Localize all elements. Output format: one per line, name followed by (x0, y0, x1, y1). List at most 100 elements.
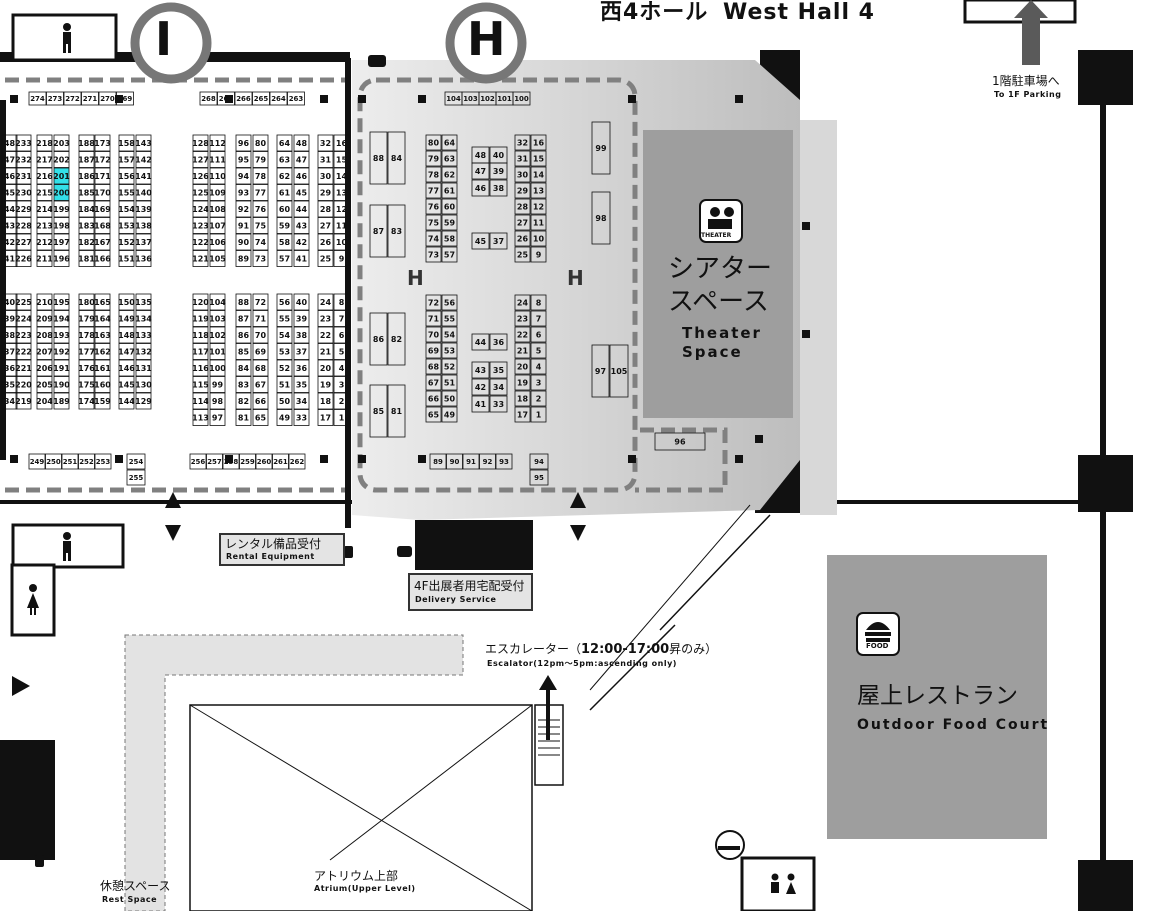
booth-cell (530, 326, 547, 343)
booth-number: 101 (209, 347, 226, 356)
booth-number: 47 (4, 155, 15, 164)
booth-cell (94, 453, 112, 470)
booth-number: 49 (444, 410, 456, 419)
play-arrow-icon (12, 676, 30, 696)
hall-title-jp: 西4ホール (600, 0, 709, 25)
booth-number: 202 (53, 155, 70, 164)
booth-number: 25 (320, 254, 332, 263)
booth-cell (135, 343, 152, 360)
booth-number: 161 (94, 364, 111, 373)
booth-number: 271 (83, 95, 98, 103)
booth-cell (591, 191, 611, 245)
booth-number: 116 (192, 364, 209, 373)
booth-cell (135, 392, 152, 410)
booth-number: 30 (320, 172, 332, 181)
booth-number: 17 (517, 410, 528, 419)
booth-cell (118, 233, 135, 251)
booth-cell (317, 376, 334, 393)
booth-number: 15 (336, 155, 348, 164)
booth-number: 119 (192, 314, 209, 323)
booth-cell (118, 250, 135, 267)
booth-cell (209, 326, 226, 344)
booth-cell (53, 134, 70, 152)
booth-cell (514, 182, 531, 199)
booth-cell (1, 310, 18, 327)
booth-cell (514, 374, 531, 391)
escalator-jp-suffix: 昇のみ） (669, 642, 718, 656)
booth-cell (530, 406, 547, 423)
rental-jp: レンタル備品受付 (225, 537, 322, 551)
booth-cell (78, 151, 95, 168)
booth-number: 36 (493, 338, 505, 347)
booth-cell (276, 217, 293, 234)
booth-cell (317, 409, 334, 426)
booth-cell (591, 344, 610, 398)
booth-number: 195 (53, 298, 70, 307)
booth-cell (293, 233, 310, 251)
booth-number: 190 (53, 380, 70, 389)
booth-number: 193 (53, 331, 70, 340)
booth-number: 70 (428, 330, 440, 339)
delivery-counter: 4F出展者用宅配受付 Delivery Service (408, 573, 533, 611)
booth-number: 89 (238, 254, 250, 263)
food-court-jp: 屋上レストラン (857, 683, 1018, 709)
booth-number: 213 (36, 221, 53, 230)
booth-cell (135, 376, 152, 393)
booth-number: 72 (255, 298, 266, 307)
booth-number: 61 (444, 186, 456, 195)
booth-number: 162 (94, 347, 111, 356)
booth-cell (192, 376, 209, 393)
booth-cell (28, 453, 46, 470)
booth-cell (94, 151, 111, 168)
booth-cell (15, 343, 32, 360)
booth-number: 186 (78, 172, 95, 181)
booth-number: 123 (192, 221, 209, 230)
booth-cell (235, 167, 252, 185)
booth-number: 146 (118, 364, 135, 373)
booth-cell (333, 167, 350, 185)
booth-cell (36, 293, 53, 311)
booth-cell (529, 469, 549, 486)
booth-number: 45 (4, 188, 16, 197)
booth-number: 16 (533, 138, 545, 147)
atrium-en: Atrium(Upper Level) (314, 884, 416, 893)
booth-number: 104 (209, 298, 226, 307)
booth-number: 128 (192, 139, 209, 148)
escalator-up-arrow (539, 675, 557, 740)
booth-number: 23 (320, 314, 331, 323)
booth-number: 7 (536, 314, 542, 323)
booth-number: 37 (493, 237, 504, 246)
booth-cell (287, 91, 305, 106)
booth-number: 78 (428, 170, 440, 179)
booth-cell (209, 293, 226, 311)
booth-cell (192, 343, 209, 360)
booth-cell (317, 326, 334, 344)
booth-cell (369, 131, 388, 185)
booth-cell (36, 184, 53, 201)
booth-number: 90 (238, 238, 250, 247)
booth-cell (369, 312, 388, 366)
diagonal-wall (589, 504, 751, 691)
hall-title-en: West Hall 4 (722, 0, 875, 25)
booth-cell (293, 343, 310, 360)
escalator-jp: エスカレーター（12:00-17:00昇のみ） (485, 643, 717, 656)
booth-number: 1 (339, 413, 345, 422)
booth-number: 37 (4, 347, 15, 356)
booth-cell (209, 376, 226, 393)
booth-cell (654, 432, 706, 451)
hall-marker-h: H (567, 266, 584, 290)
restroom-icon (10, 563, 56, 637)
booth-cell (441, 166, 458, 183)
booth-cell (276, 167, 293, 185)
booth-number: 37 (296, 347, 307, 356)
booth-cell (78, 453, 95, 470)
booth-number: 31 (517, 154, 529, 163)
booth-number: 19 (517, 378, 529, 387)
booth-number: 40 (493, 151, 505, 160)
booth-number: 169 (94, 205, 111, 214)
booth-number: 53 (279, 347, 290, 356)
booth-cell (489, 395, 508, 413)
booth-cell (276, 151, 293, 168)
booth-cell (293, 167, 310, 185)
